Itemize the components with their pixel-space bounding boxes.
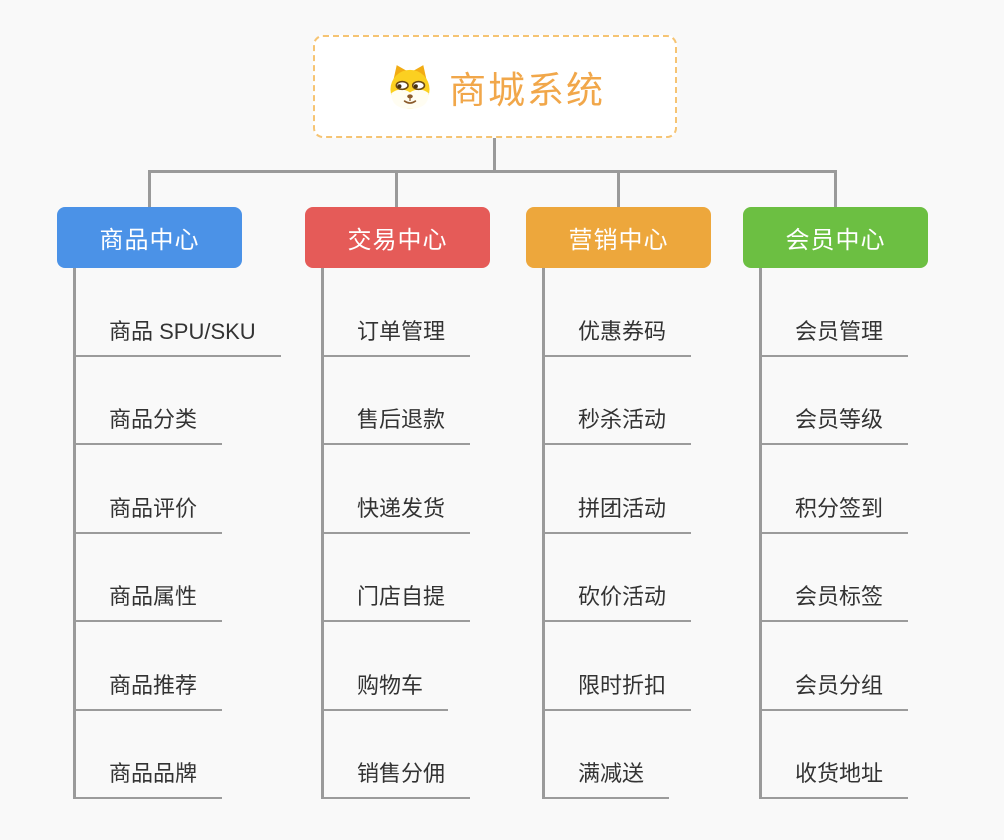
connector-trunk bbox=[148, 170, 837, 173]
leaf-topic-label: 销售分佣 bbox=[324, 756, 471, 799]
branch-items-member-center: 会员管理会员等级积分签到会员标签会员分组收货地址 bbox=[759, 268, 983, 799]
leaf-topic-label: 砍价活动 bbox=[545, 579, 692, 622]
leaf-topic[interactable]: 售后退款 bbox=[324, 357, 545, 445]
connector-drop bbox=[617, 170, 620, 210]
leaf-topic[interactable]: 商品分类 bbox=[76, 357, 297, 445]
leaf-topic[interactable]: 满减送 bbox=[545, 711, 766, 799]
branch-items-trade-center: 订单管理售后退款快递发货门店自提购物车销售分佣 bbox=[321, 268, 545, 799]
branch-member-center: 会员中心 会员管理会员等级积分签到会员标签会员分组收货地址 bbox=[743, 207, 983, 799]
branch-header-trade-center[interactable]: 交易中心 bbox=[305, 207, 490, 268]
leaf-topic[interactable]: 商品品牌 bbox=[76, 711, 297, 799]
leaf-topic-label: 购物车 bbox=[324, 668, 449, 711]
leaf-topic-label: 商品属性 bbox=[76, 579, 223, 622]
leaf-topic[interactable]: 商品评价 bbox=[76, 445, 297, 534]
leaf-topic[interactable]: 快递发货 bbox=[324, 445, 545, 534]
branch-items-marketing-center: 优惠券码秒杀活动拼团活动砍价活动限时折扣满减送 bbox=[542, 268, 766, 799]
leaf-topic[interactable]: 订单管理 bbox=[324, 268, 545, 357]
leaf-topic-label: 订单管理 bbox=[324, 314, 471, 357]
leaf-topic-label: 积分签到 bbox=[762, 491, 909, 534]
leaf-topic-label: 秒杀活动 bbox=[545, 402, 692, 445]
leaf-topic[interactable]: 限时折扣 bbox=[545, 622, 766, 711]
branch-header-member-center[interactable]: 会员中心 bbox=[743, 207, 928, 268]
leaf-topic[interactable]: 拼团活动 bbox=[545, 445, 766, 534]
leaf-topic[interactable]: 收货地址 bbox=[762, 711, 983, 799]
connector-drop bbox=[834, 170, 837, 210]
leaf-topic-label: 商品评价 bbox=[76, 491, 223, 534]
branch-trade-center: 交易中心 订单管理售后退款快递发货门店自提购物车销售分佣 bbox=[305, 207, 545, 799]
root-topic[interactable]: 商城系统 bbox=[313, 35, 677, 138]
leaf-topic-label: 限时折扣 bbox=[545, 668, 692, 711]
leaf-topic-label: 商品 SPU/SKU bbox=[76, 314, 281, 357]
leaf-topic[interactable]: 积分签到 bbox=[762, 445, 983, 534]
leaf-topic[interactable]: 商品推荐 bbox=[76, 622, 297, 711]
leaf-topic[interactable]: 购物车 bbox=[324, 622, 545, 711]
leaf-topic[interactable]: 秒杀活动 bbox=[545, 357, 766, 445]
leaf-topic[interactable]: 门店自提 bbox=[324, 534, 545, 622]
branch-product-center: 商品中心 商品 SPU/SKU 商品分类商品评价商品属性商品推荐商品品牌 bbox=[57, 207, 297, 799]
leaf-topic-label: 会员分组 bbox=[762, 668, 909, 711]
leaf-topic-label: 会员标签 bbox=[762, 579, 909, 622]
leaf-topic-label: 门店自提 bbox=[324, 579, 471, 622]
leaf-topic-label: 优惠券码 bbox=[545, 314, 692, 357]
leaf-topic-label: 满减送 bbox=[545, 756, 670, 799]
leaf-topic[interactable]: 砍价活动 bbox=[545, 534, 766, 622]
leaf-topic[interactable]: 销售分佣 bbox=[324, 711, 545, 799]
connector-root-stub bbox=[493, 138, 496, 171]
leaf-topic-label: 拼团活动 bbox=[545, 491, 692, 534]
leaf-topic-label: 商品分类 bbox=[76, 402, 223, 445]
leaf-topic-label: 商品品牌 bbox=[76, 756, 223, 799]
dog-face-icon bbox=[385, 62, 435, 112]
branch-header-product-center[interactable]: 商品中心 bbox=[57, 207, 242, 268]
leaf-topic-label: 收货地址 bbox=[762, 756, 909, 799]
root-topic-title: 商城系统 bbox=[449, 69, 605, 111]
leaf-topic[interactable]: 会员标签 bbox=[762, 534, 983, 622]
leaf-topic[interactable]: 优惠券码 bbox=[545, 268, 766, 357]
branch-header-marketing-center[interactable]: 营销中心 bbox=[526, 207, 711, 268]
leaf-topic[interactable]: 会员分组 bbox=[762, 622, 983, 711]
leaf-topic-label: 快递发货 bbox=[324, 491, 471, 534]
connector-drop bbox=[395, 170, 398, 210]
leaf-topic-label: 会员管理 bbox=[762, 314, 909, 357]
leaf-topic-label: 售后退款 bbox=[324, 402, 471, 445]
leaf-topic[interactable]: 会员管理 bbox=[762, 268, 983, 357]
leaf-topic[interactable]: 会员等级 bbox=[762, 357, 983, 445]
connector-drop bbox=[148, 170, 151, 210]
branch-marketing-center: 营销中心 优惠券码秒杀活动拼团活动砍价活动限时折扣满减送 bbox=[526, 207, 766, 799]
leaf-topic[interactable]: 商品 SPU/SKU bbox=[76, 268, 297, 357]
leaf-topic-label: 商品推荐 bbox=[76, 668, 223, 711]
leaf-topic-label: 会员等级 bbox=[762, 402, 909, 445]
branch-items-product-center: 商品 SPU/SKU 商品分类商品评价商品属性商品推荐商品品牌 bbox=[73, 268, 297, 799]
leaf-topic[interactable]: 商品属性 bbox=[76, 534, 297, 622]
